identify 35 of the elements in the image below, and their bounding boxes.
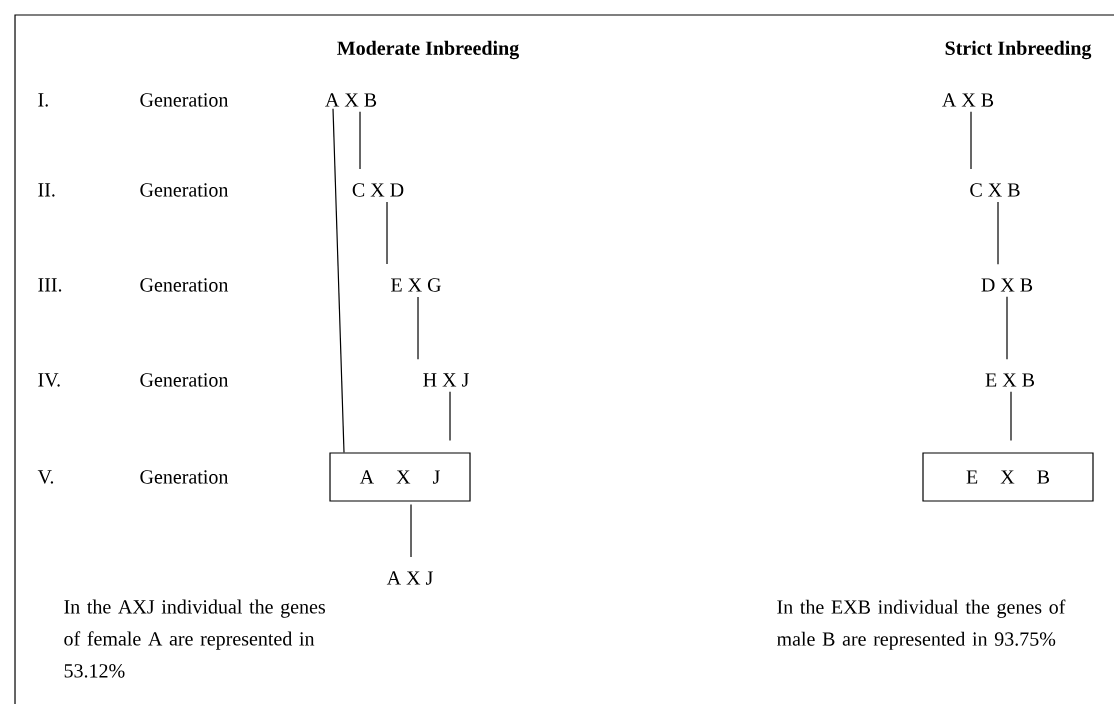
cross-text: H X J <box>423 373 469 387</box>
note: In the AXJ individual the genes of female A are represented in 53.12% <box>64 599 325 678</box>
cross-text: A X B <box>325 93 377 107</box>
individual-box: A X J <box>329 452 471 502</box>
line <box>417 296 419 360</box>
cross-text: A X B <box>942 93 994 107</box>
cross-text: C X B <box>970 183 1020 197</box>
line <box>970 111 972 170</box>
row-label: Generation <box>140 278 229 292</box>
cross-text: C X D <box>352 183 404 197</box>
cross-text: E X G <box>391 278 441 292</box>
roman-numeral: II. <box>38 183 55 197</box>
roman-numeral: IV. <box>38 373 60 387</box>
line <box>997 201 999 265</box>
cross-text: A X J <box>386 571 433 585</box>
cross-text: E X B <box>985 373 1034 387</box>
heading: Strict Inbreeding <box>945 40 1092 60</box>
row-label: Generation <box>140 470 229 484</box>
individual-box: E X B <box>922 452 1094 502</box>
line <box>386 201 388 265</box>
row-label: Generation <box>140 373 229 387</box>
line <box>449 391 451 441</box>
line <box>1006 296 1008 360</box>
line <box>332 108 345 453</box>
row-label: Generation <box>140 93 229 107</box>
row-label: Generation <box>140 183 229 197</box>
roman-numeral: V. <box>37 470 54 484</box>
roman-numeral: I. <box>38 93 48 107</box>
cross-text: D X B <box>981 278 1033 292</box>
line <box>1010 391 1012 441</box>
line <box>410 504 412 558</box>
note: In the EXB individual the genes of male B are represented in 93.75% <box>776 599 1066 650</box>
line <box>359 111 361 170</box>
heading: Moderate Inbreeding <box>337 40 519 60</box>
roman-numeral: III. <box>38 278 62 292</box>
